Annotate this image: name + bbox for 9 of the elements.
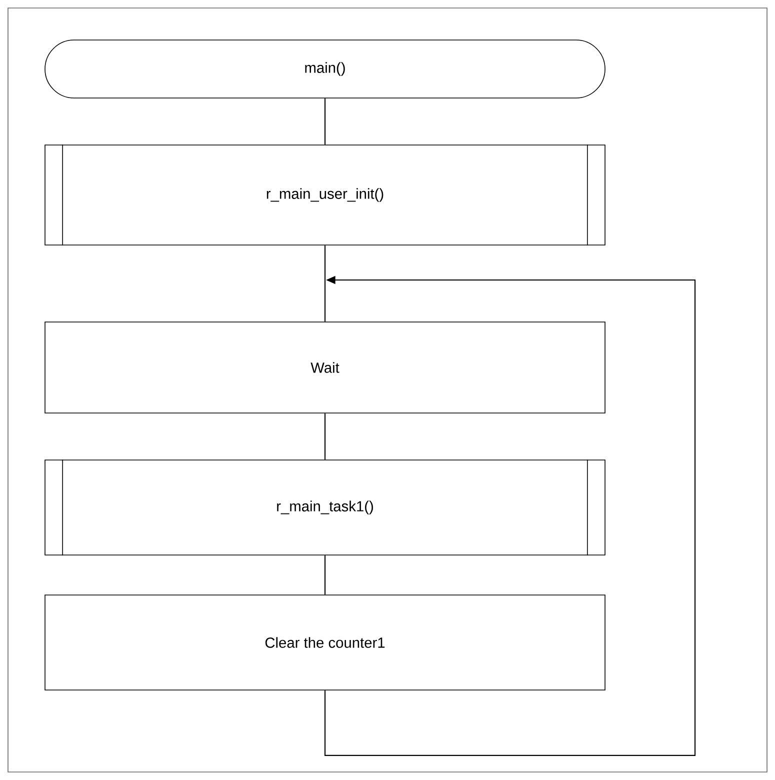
connector-line (324, 98, 326, 145)
connector-line (324, 245, 326, 322)
process-box: Wait (44, 322, 606, 414)
process-box: Clear the counter1 (44, 594, 606, 690)
subroutine-box: r_main_user_init() (44, 144, 606, 246)
terminal-box: main() (44, 40, 606, 98)
connector-line (324, 555, 326, 595)
connector-line (324, 413, 326, 460)
subroutine-box: r_main_task1() (44, 459, 606, 556)
